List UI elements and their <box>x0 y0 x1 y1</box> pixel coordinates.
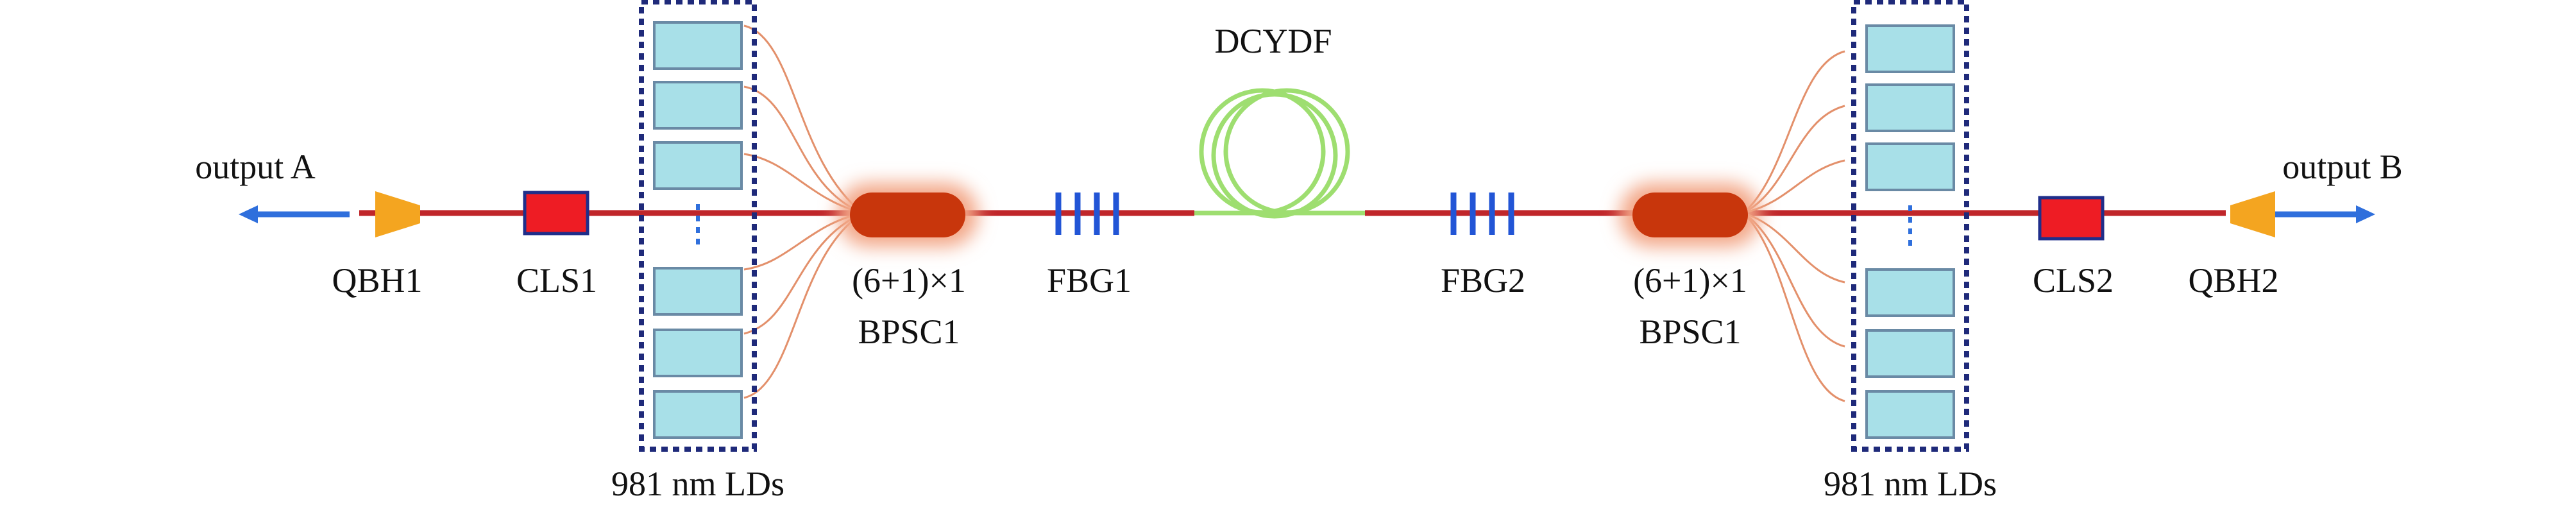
ld-right-4 <box>1865 268 1955 317</box>
dcydf-label: DCYDF <box>1214 22 1332 60</box>
bpsc-right-combiner <box>1620 183 1761 247</box>
bpsc-left-combiner <box>837 183 978 247</box>
ld-group-right <box>1851 0 1969 452</box>
fbg2-label: FBG2 <box>1441 261 1525 300</box>
fbg1-grating <box>1055 193 1119 235</box>
ld-right-5 <box>1865 329 1955 378</box>
bpsc-left-spec-label: (6+1)×1 <box>852 261 966 300</box>
output-a-arrow <box>239 205 350 223</box>
ld-left-1 <box>653 21 743 70</box>
bpsc-right-spec-label: (6+1)×1 <box>1633 261 1747 300</box>
ld-left-4 <box>653 267 743 316</box>
ld-left-6 <box>653 390 743 439</box>
output-a-label: output A <box>195 148 316 186</box>
ld-left-5 <box>653 329 743 377</box>
ld-left-2 <box>653 81 743 130</box>
ld-right-1 <box>1865 24 1955 73</box>
qbh1-label: QBH1 <box>332 261 422 300</box>
ld-right-3 <box>1865 142 1955 191</box>
cls2-stripper <box>2038 196 2105 241</box>
ld-left-3 <box>653 141 743 190</box>
dcydf-fiber-coil <box>1194 88 1365 219</box>
lds-right-label: 981 nm LDs <box>1824 465 1997 503</box>
qbh2-label: QBH2 <box>2188 261 2278 300</box>
ld-right-2 <box>1865 83 1955 132</box>
qbh1-connector <box>375 191 420 237</box>
bpsc-left-name-label: BPSC1 <box>858 312 960 351</box>
lds-left-label: 981 nm LDs <box>611 465 784 503</box>
ld-right-6 <box>1865 390 1955 439</box>
cls1-label: CLS1 <box>516 261 597 300</box>
cls1-stripper <box>523 191 589 235</box>
fbg1-label: FBG1 <box>1047 261 1131 300</box>
qbh2-connector <box>2230 191 2275 237</box>
fbg2-grating <box>1450 193 1514 235</box>
bpsc-right-name-label: BPSC1 <box>1639 312 1741 351</box>
output-b-arrow <box>2264 205 2375 223</box>
cls2-label: CLS2 <box>2033 261 2114 300</box>
output-b-label: output B <box>2282 148 2403 186</box>
ld-group-left <box>639 0 757 452</box>
